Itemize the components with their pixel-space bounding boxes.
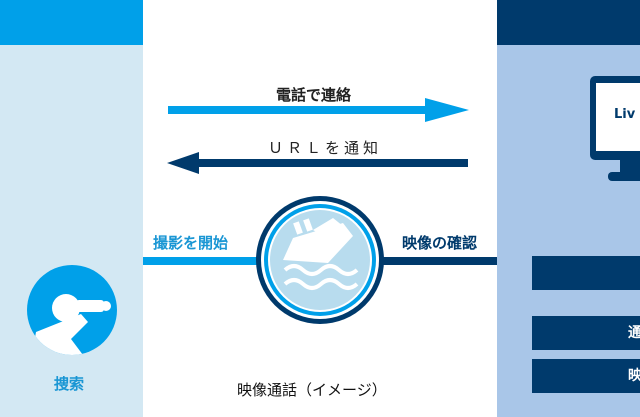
phone-contact-label: 電話で連絡: [276, 86, 352, 104]
video-connection: [143, 196, 497, 324]
right-box-2: 通: [532, 316, 640, 350]
right-box-1: [532, 256, 640, 290]
start-filming-label: 撮影を開始: [153, 234, 229, 252]
sinking-boat-icon: [283, 218, 353, 263]
monitor-text: Liv: [614, 107, 636, 122]
url-notify-label: ＵＲＬを通知: [268, 139, 383, 157]
right-panel: [497, 0, 640, 417]
right-panel-header: [497, 0, 640, 45]
search-label: 捜索: [54, 375, 85, 393]
video-call-caption: 映像通話（イメージ）: [237, 381, 387, 399]
arrow-left: [167, 152, 468, 174]
right-box-3: 映: [532, 359, 640, 393]
monitor-icon: [590, 76, 640, 181]
left-panel-header: [0, 0, 143, 45]
check-video-label: 映像の確認: [402, 234, 478, 252]
person-with-binoculars-icon: [27, 265, 117, 355]
arrow-right: [168, 98, 469, 122]
